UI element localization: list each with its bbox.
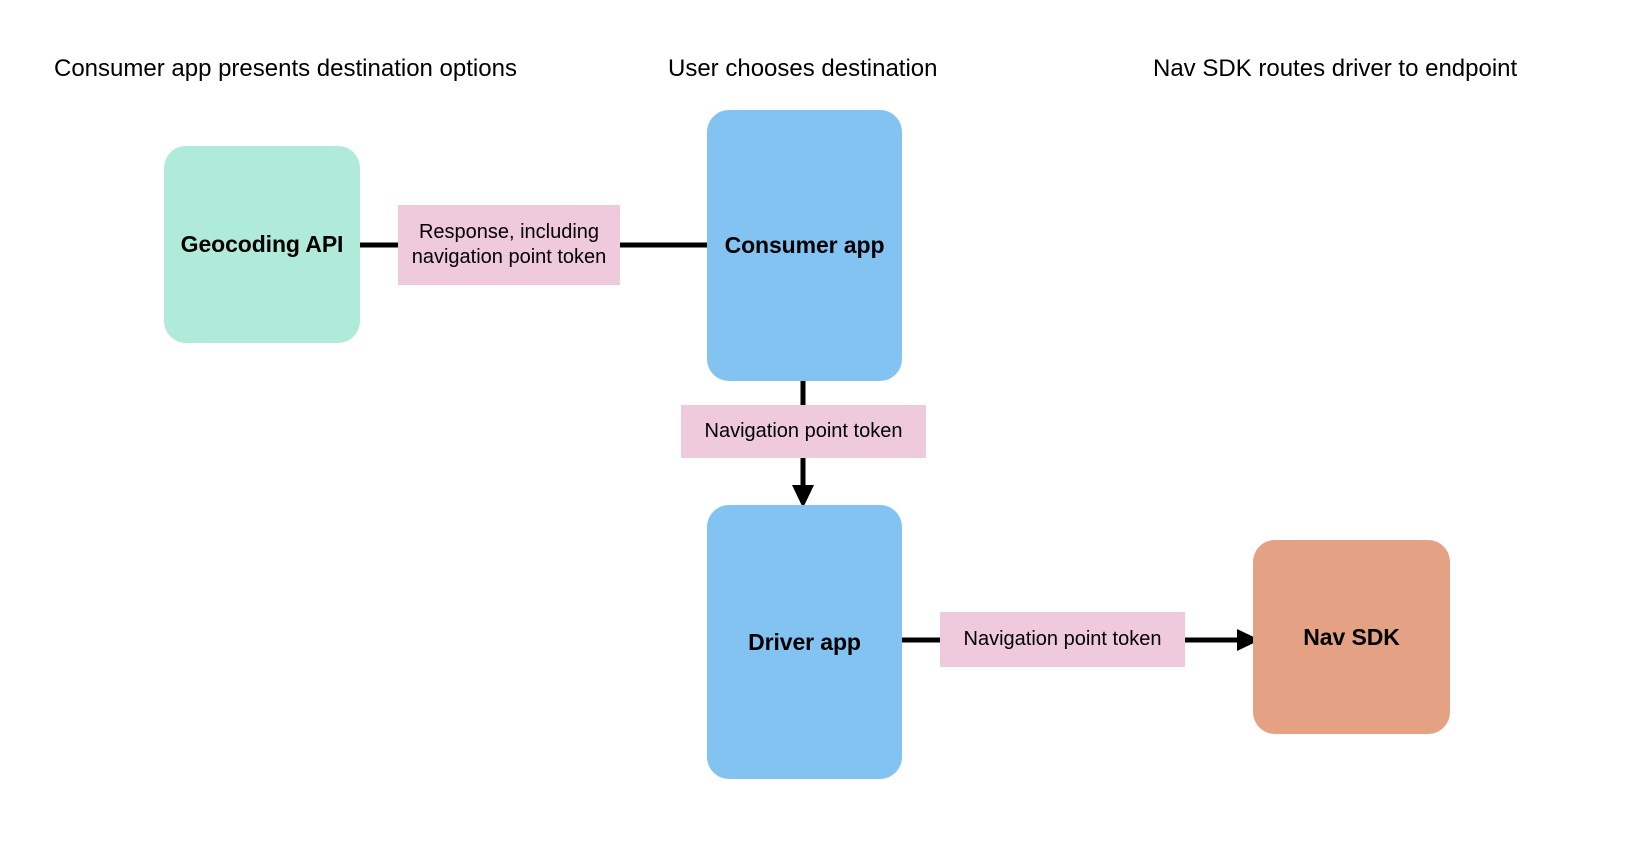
column-heading-consumer-app-presents-destination-options: Consumer app presents destination option… — [54, 55, 517, 82]
node-nav-sdk[interactable]: Nav SDK — [1253, 540, 1450, 734]
node-consumer-app-label: Consumer app — [724, 232, 885, 258]
edge-label-navigation-point-token-consumer-to-driver: Navigation point token — [681, 405, 926, 458]
node-driver-app-label: Driver app — [748, 628, 861, 655]
node-geocoding-api[interactable]: Geocoding API — [164, 146, 360, 343]
column-heading-user-chooses-destination: User chooses destination — [668, 55, 938, 82]
node-geocoding-api-label: Geocoding API — [180, 231, 344, 257]
edge-label-text: Response, including navigation point tok… — [411, 221, 607, 268]
node-nav-sdk-label: Nav SDK — [1303, 623, 1400, 650]
node-driver-app[interactable]: Driver app — [707, 505, 902, 779]
edge-label-response-including-navigation-point-token: Response, including navigation point tok… — [398, 205, 620, 285]
edge-label-navigation-point-token-driver-to-nav-sdk: Navigation point token — [940, 612, 1185, 667]
edge-label-text: Navigation point token — [963, 628, 1162, 650]
node-consumer-app[interactable]: Consumer app — [707, 110, 902, 381]
column-heading-nav-sdk-routes-driver-to-endpoint: Nav SDK routes driver to endpoint — [1153, 55, 1518, 82]
edge-label-text: Navigation point token — [704, 420, 903, 442]
